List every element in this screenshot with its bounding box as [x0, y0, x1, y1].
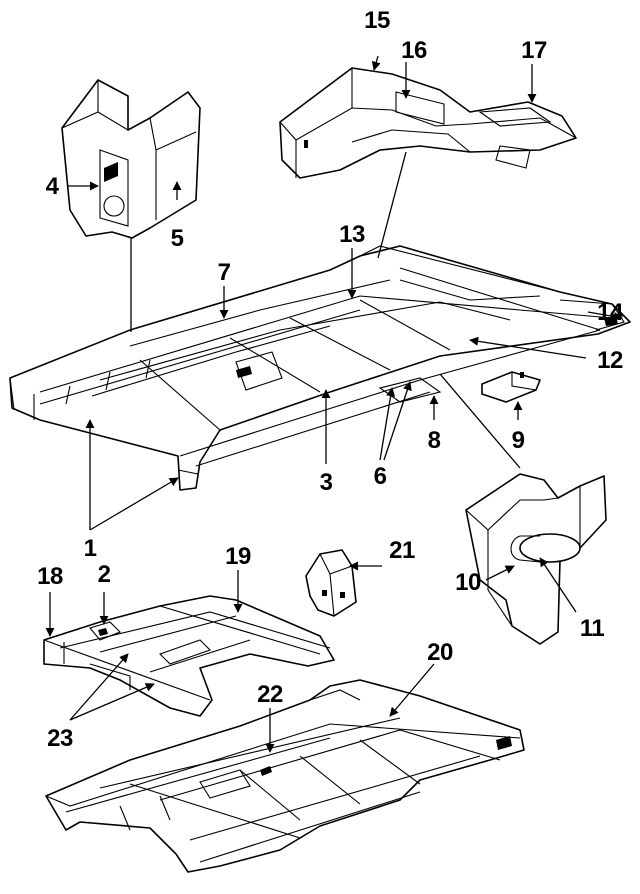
bracket-21: [305, 549, 357, 617]
callout-15: 15: [364, 7, 390, 34]
small-bracket: [481, 371, 541, 403]
callout-19: 19: [225, 543, 251, 570]
callout-17: 17: [521, 37, 547, 64]
front-bracket-assembly: [61, 79, 201, 239]
callout-11: 11: [580, 615, 605, 642]
callout-9: 9: [512, 427, 525, 454]
callout-labels: 4 5 7 13 15 16 17 14 12 8 9 6 3 1 10 11 …: [37, 7, 624, 752]
callout-12: 12: [597, 347, 623, 374]
leader-lines: [45, 55, 623, 753]
callout-16: 16: [401, 37, 427, 64]
callout-18: 18: [37, 563, 63, 590]
callout-1: 1: [84, 535, 97, 562]
callout-8: 8: [428, 427, 441, 454]
callout-5: 5: [171, 225, 184, 252]
callout-21: 21: [389, 537, 415, 564]
callout-6: 6: [374, 463, 387, 490]
callout-7: 7: [218, 259, 231, 286]
callout-23: 23: [47, 725, 73, 752]
callout-22: 22: [257, 681, 283, 708]
main-frame: [9, 245, 631, 491]
callout-3: 3: [320, 469, 333, 496]
callout-20: 20: [427, 639, 453, 666]
callout-13: 13: [339, 221, 365, 248]
sub-frame: [43, 595, 335, 717]
rear-panel-assembly: [279, 67, 577, 179]
lower-frame: [45, 679, 525, 873]
callout-2: 2: [98, 561, 111, 588]
callout-4: 4: [46, 173, 60, 200]
callout-14: 14: [597, 299, 624, 326]
rear-bracket-assembly: [465, 473, 607, 645]
callout-10: 10: [455, 569, 481, 596]
